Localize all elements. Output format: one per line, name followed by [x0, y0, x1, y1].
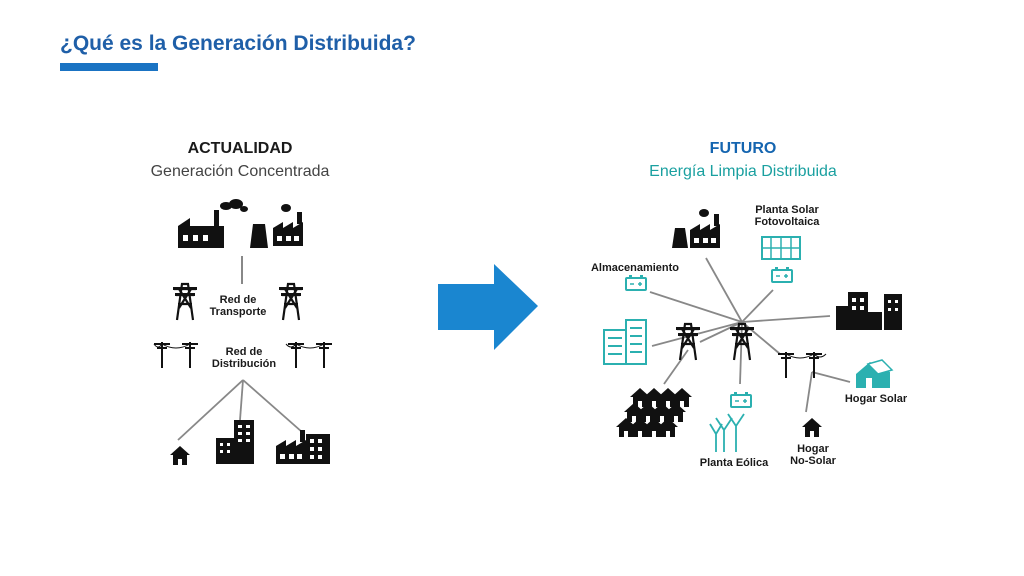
storage-label: Almacenamiento — [590, 262, 680, 274]
arrow-right-icon — [438, 264, 538, 350]
solar-plant-label: Planta Solar Fotovoltaica — [740, 204, 834, 228]
wind-plant-label: Planta Eólica — [699, 457, 769, 469]
right-subheading: Energía Limpia Distribuida — [649, 163, 837, 180]
distribution-lines — [177, 379, 303, 441]
title-accent-bar — [60, 63, 158, 71]
transmission-tower-icon — [171, 282, 199, 322]
right-buildings-icon — [836, 292, 902, 330]
left-distribution-poles — [153, 341, 333, 369]
distribution-label: Red de Distribución — [200, 346, 288, 370]
battery-icon — [625, 274, 647, 291]
transport-label-line2: Transporte — [209, 306, 267, 318]
transmission-tower-icon — [674, 322, 702, 362]
distribution-label-line1: Red de — [225, 346, 263, 358]
right-distribution-poles — [777, 351, 827, 379]
solar-plant-label-line2: Fotovoltaica — [754, 216, 820, 228]
teal-building-icon — [603, 319, 647, 365]
battery-icon — [771, 266, 793, 283]
houses-cluster-icon — [616, 388, 692, 437]
transmission-tower-icon — [277, 282, 305, 322]
battery-icon — [730, 391, 752, 408]
solar-plant-label-line1: Planta Solar — [755, 204, 819, 216]
distribution-label-line2: Distribución — [211, 358, 277, 370]
nonsolar-home-label: Hogar No-Solar — [778, 443, 848, 467]
right-heading: FUTURO — [709, 140, 777, 157]
nonsolar-home-label-line1: Hogar — [797, 443, 829, 455]
left-subheading: Generación Concentrada — [150, 163, 330, 180]
transport-label-line1: Red de — [219, 294, 257, 306]
solar-panel-icon — [761, 236, 801, 260]
solar-home-label: Hogar Solar — [844, 393, 908, 405]
nonsolar-house-icon — [802, 418, 822, 437]
wind-turbine-icon — [709, 413, 745, 452]
building-icon — [216, 420, 254, 464]
nonsolar-home-label-line2: No-Solar — [790, 455, 836, 467]
slide-title: ¿Qué es la Generación Distribuida? — [60, 32, 416, 55]
left-factory-icon — [178, 199, 248, 248]
left-heading: ACTUALIDAD — [187, 140, 293, 157]
transport-label: Red de Transporte — [198, 294, 278, 318]
left-power-plant-icon — [250, 204, 303, 248]
left-factory-icon-2 — [276, 430, 330, 464]
house-icon — [170, 446, 190, 465]
right-power-plant-icon — [672, 209, 720, 248]
solar-house-icon — [856, 359, 894, 388]
